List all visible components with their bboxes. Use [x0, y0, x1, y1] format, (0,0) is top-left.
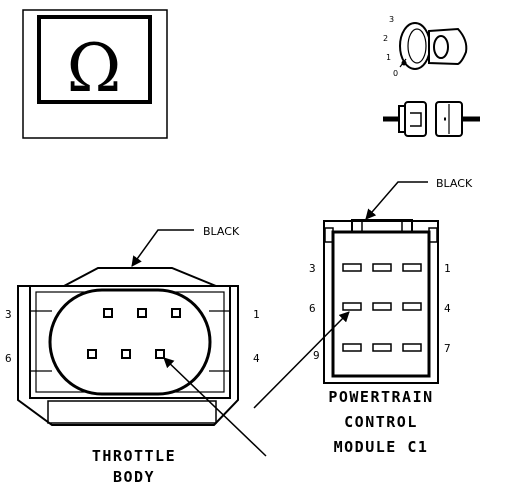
tb-terminal-cavities — [87, 308, 181, 359]
tb-cavity — [103, 308, 113, 318]
pcm-housing — [323, 220, 439, 384]
pcm-pin-label-9: 9 — [313, 349, 320, 362]
tb-cavity — [137, 308, 147, 318]
pcm-title-line1: POWERTRAIN — [328, 388, 433, 406]
pcm-cavity — [342, 302, 362, 311]
pcm-wire-color-label: BLACK — [436, 177, 473, 190]
tb-pin-label-6: 6 — [5, 352, 12, 365]
pcm-pin-label-1: 1 — [444, 262, 451, 275]
ohmmeter-display — [37, 15, 152, 104]
ignition-position-3: 3 — [389, 15, 394, 24]
tb-pin-label-1: 1 — [253, 308, 260, 321]
pcm-cavity — [402, 263, 422, 272]
ohmmeter-outer-frame — [22, 9, 168, 139]
tb-wire-color-label: BLACK — [203, 225, 240, 238]
pcm-cavity — [372, 302, 392, 311]
throttle-body-connector: 3 1 6 4 BLACK THROTTLE BODY — [5, 225, 267, 486]
pcm-pin-label-3: 3 — [309, 262, 316, 275]
pcm-pin-label-7: 7 — [444, 342, 451, 355]
pcm-probe-pointer — [253, 311, 350, 409]
tb-title-line2: BODY — [113, 468, 155, 486]
pcm-cavity — [402, 302, 422, 311]
pcm-cavity — [372, 343, 392, 352]
ignition-position-0: 0 — [393, 69, 398, 78]
connector-disconnect-icon — [383, 101, 480, 137]
pcm-pin-label-6: 6 — [309, 302, 316, 315]
ignition-position-1: 1 — [386, 53, 391, 62]
pcm-terminal-cavities — [342, 263, 422, 352]
pcm-pin-label-4: 4 — [444, 302, 451, 315]
pcm-title-line3: MODULE C1 — [334, 438, 429, 456]
pcm-cavity — [342, 263, 362, 272]
tb-probe-pointer — [163, 357, 267, 457]
tb-cavity — [155, 349, 165, 359]
tb-black-leader — [131, 229, 194, 267]
ignition-position-2: 2 — [383, 34, 388, 43]
tb-cavity — [171, 308, 181, 318]
tb-cavity — [87, 349, 97, 359]
tb-pin-label-4: 4 — [253, 352, 260, 365]
pcm-black-leader — [365, 181, 428, 220]
pcm-cavity — [402, 343, 422, 352]
tb-title-line1: THROTTLE — [92, 447, 176, 465]
pcm-title-line2: CONTROL — [344, 413, 418, 431]
tb-cavity — [121, 349, 131, 359]
pcm-face — [331, 230, 431, 378]
ohmmeter-symbol: Ω — [22, 9, 168, 139]
tb-housing — [17, 267, 239, 426]
pcm-cavity — [342, 343, 362, 352]
ohm-symbol-icon: Ω — [67, 30, 122, 107]
pcm-c1-connector: 3 1 6 4 9 7 BLACK POWERTRAIN CONTROL MOD… — [253, 177, 473, 456]
ignition-key-icon: 3 2 1 0 — [383, 15, 468, 78]
pcm-cavity — [372, 263, 392, 272]
tb-pin-label-3: 3 — [5, 308, 12, 321]
